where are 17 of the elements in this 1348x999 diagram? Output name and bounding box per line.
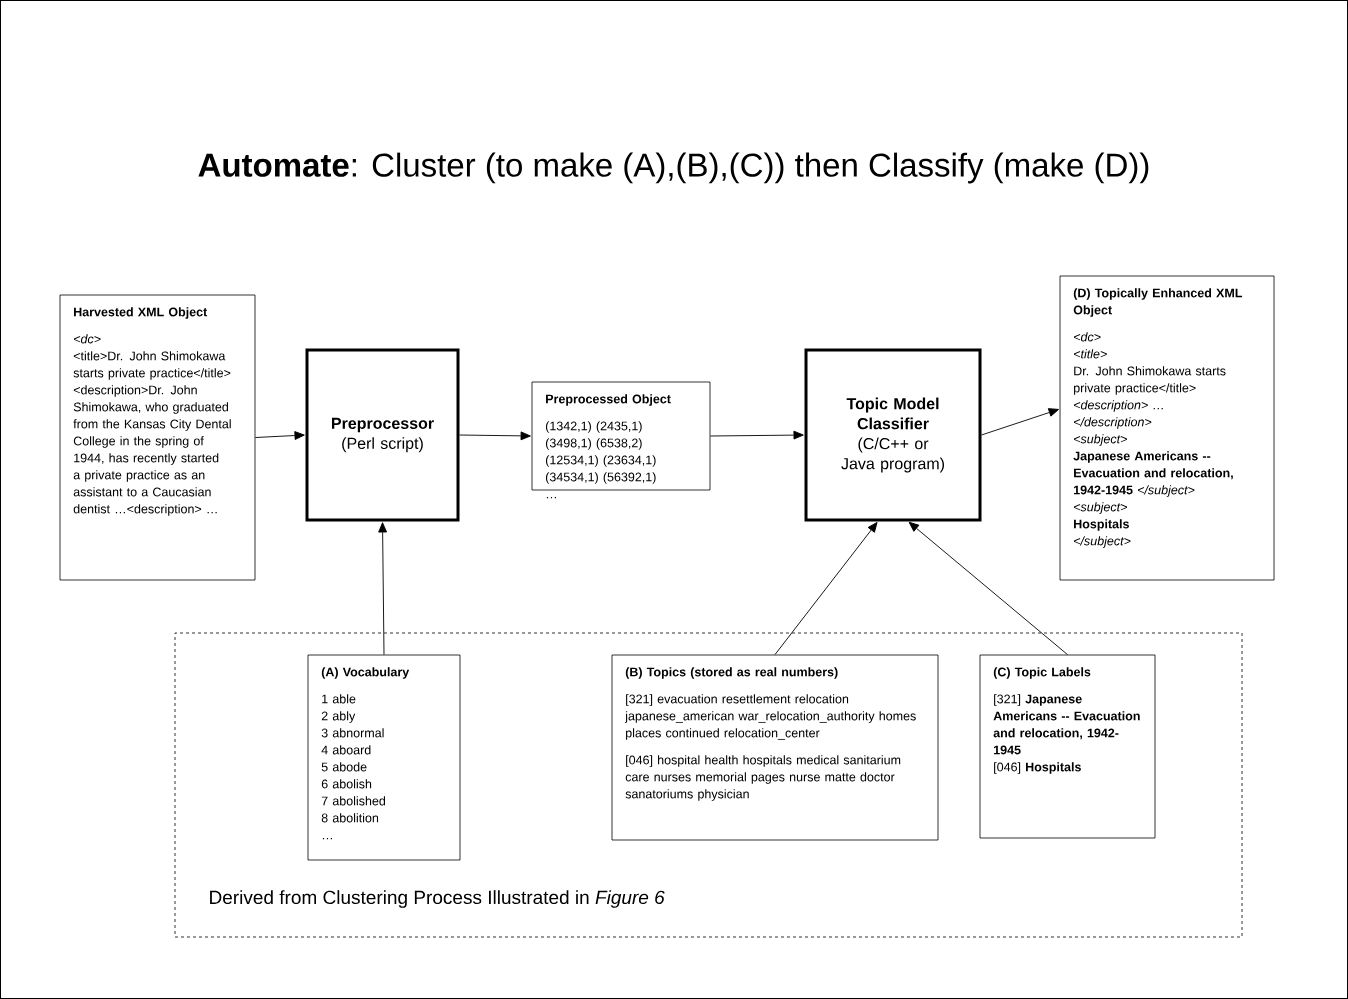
arrow — [709, 430, 804, 440]
arrow — [378, 522, 387, 656]
document-box: Harvested XML Object <dc> <title>Dr. John Shimokawa starts private practice</title> <description>Dr. John Shimokawa, who graduated from the Kansas City Dental College in the spring of 1944, has recently started a private practice as an assistant to a Caucasian dentist …<description> … — [59, 294, 256, 581]
arrow — [908, 521, 1068, 656]
arrow — [459, 431, 531, 441]
document-box: Preprocessed Object (1342,1) (2435,1) (3498,1) (6538,2) (12534,1) (23634,1) (34534,1) (56392,1) … — [531, 381, 711, 499]
arrow — [774, 522, 878, 656]
process-box: Topic Model Classifier (C/C++ or Java program) — [804, 348, 982, 522]
document-box: (C) Topic Labels [321] Japanese Americans -- Evacuation and relocation, 1942-1945 [046] Hospitals — [979, 654, 1156, 839]
arrow — [981, 408, 1059, 436]
document-box: (A) Vocabulary 1 able 2 ably 3 abnormal 4 aboard 5 abode 6 abolish 7 abolished 8 abolition … — [307, 654, 461, 861]
process-box: Preprocessor (Perl script) — [305, 348, 460, 522]
title: Automate: Cluster (to make (A),(B),(C)) then Classify (make (D)) — [198, 152, 1149, 184]
node-label: … — [546, 496, 557, 499]
arrow — [254, 431, 305, 440]
document-box: (D) Topically Enhanced XML Object <dc> <title> Dr. John Shimokawa starts private practice</title> <description> … </description> <subject> Japanese Americans -- Evacuation and relocation, 1942-1945 </subject> <subject> Hospitals </subject> — [1059, 275, 1275, 581]
document-box: (B) Topics (stored as real numbers) [321] evacuation resettlement relocation japanese_american war_relocation_authority homes places continued relocation_center [046] hospital health hospitals medical sanitarium care nurses memorial pages nurse matte doctor sanatoriums physician — [611, 654, 939, 841]
